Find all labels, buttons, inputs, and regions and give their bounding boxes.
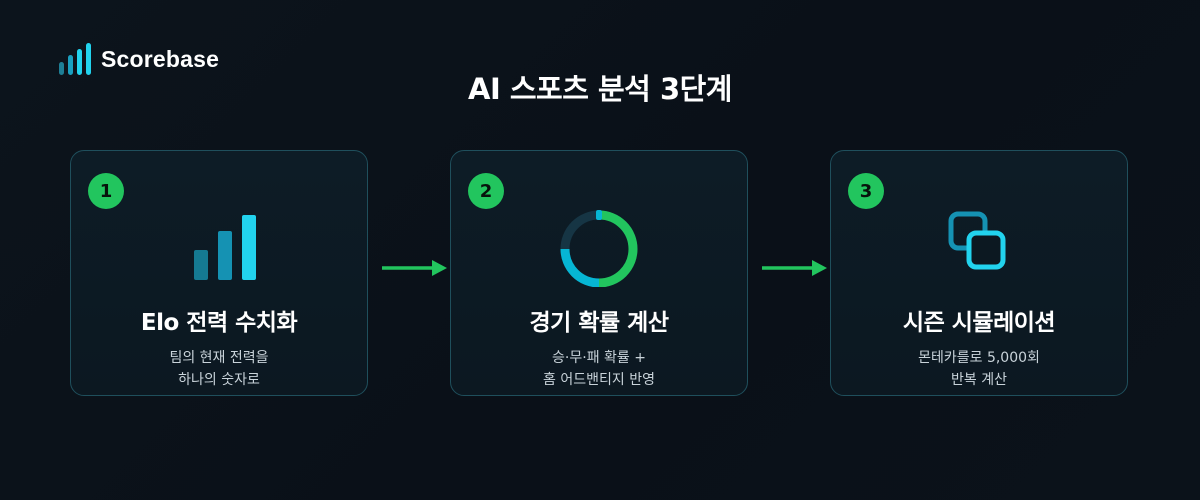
arrow-right-icon	[382, 260, 447, 276]
brand-name: Scorebase	[101, 45, 220, 72]
step-card-1: 1 Elo 전력 수치화 팀의 현재 전력을 하나의 숫자로	[70, 150, 368, 396]
step-card-2: 2 경기 확률 계산 승·무·패 확률 + 홈 어드밴티지 반영	[450, 150, 748, 396]
signal-bars-icon	[59, 43, 91, 75]
step-description-line: 홈 어드밴티지 반영	[543, 372, 655, 388]
arrow-right-icon	[762, 260, 827, 276]
step-number-badge: 1	[88, 173, 124, 209]
step-description-line: 팀의 현재 전력을	[169, 350, 269, 366]
step-description: 팀의 현재 전력을 하나의 숫자로	[71, 347, 367, 391]
step-title: 경기 확률 계산	[529, 310, 669, 336]
step-description-line: 하나의 숫자로	[178, 372, 260, 388]
page-title: AI 스포츠 분석 3단계	[468, 72, 732, 106]
step-description-line: 몬테카를로 5,000회	[918, 350, 1040, 366]
brand-logo: Scorebase	[59, 43, 219, 75]
step-description: 몬테카를로 5,000회 반복 계산	[831, 347, 1127, 391]
step-description: 승·무·패 확률 + 홈 어드밴티지 반영	[451, 347, 747, 391]
step-description-line: 승·무·패 확률 +	[552, 350, 646, 366]
layered-squares-icon	[831, 207, 1127, 287]
step-title: 시즌 시뮬레이션	[902, 310, 1056, 336]
step-number-badge: 3	[848, 173, 884, 209]
step-number-badge: 2	[468, 173, 504, 209]
bar-chart-icon	[71, 207, 367, 287]
step-title: Elo 전력 수치화	[140, 310, 298, 336]
step-description-line: 반복 계산	[951, 372, 1007, 388]
donut-chart-icon	[451, 207, 747, 287]
step-card-3: 3 시즌 시뮬레이션 몬테카를로 5,000회 반복 계산	[830, 150, 1128, 396]
